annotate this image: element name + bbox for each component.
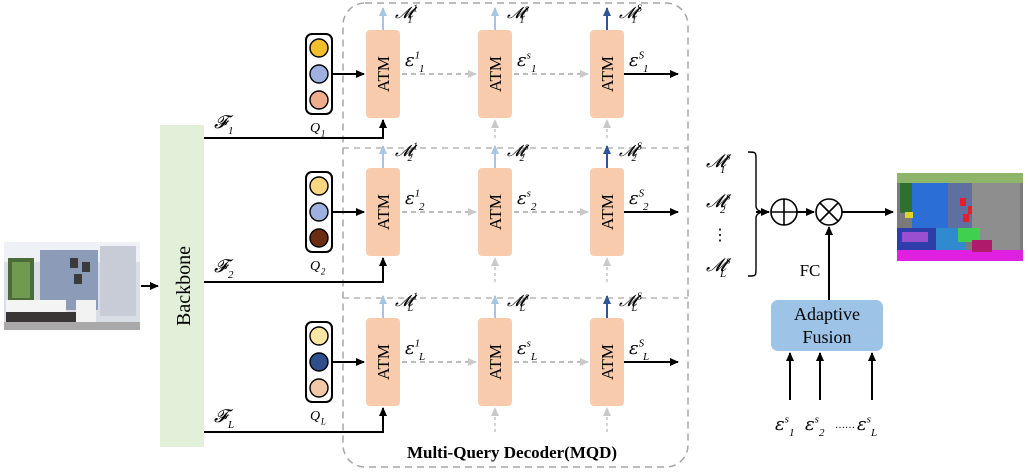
atm-block	[590, 168, 624, 256]
embedding-label: 𝜀s1	[517, 49, 537, 74]
atm-label: ATM	[374, 56, 393, 92]
fusion-input-label: 𝜀s2	[805, 413, 825, 438]
mqd-label: Multi-Query Decoder(MQD)	[407, 443, 617, 462]
atm-label: ATM	[598, 194, 617, 230]
query-label: Q2	[310, 259, 326, 276]
adaptive-fusion-block	[771, 300, 883, 351]
fusion-input-label: 𝜀sL	[857, 413, 877, 438]
query-label: QL	[310, 409, 326, 426]
feature-label: 𝓕1	[214, 112, 234, 137]
mult-op-diag2	[819, 202, 839, 222]
fc-label: FC	[800, 261, 821, 280]
query-token	[309, 202, 329, 222]
backbone-block	[160, 125, 204, 447]
atm-block	[590, 30, 624, 118]
atm-label: ATM	[374, 194, 393, 230]
fusion-line2: Fusion	[802, 327, 851, 347]
atm-block	[366, 168, 400, 256]
atm-block	[478, 168, 512, 256]
query-token	[309, 176, 329, 196]
mask-list-brace	[747, 151, 765, 277]
query-token	[309, 352, 329, 372]
atm-label: ATM	[598, 344, 617, 380]
query-token	[309, 64, 329, 84]
embedding-label: 𝜀sL	[517, 337, 537, 362]
atm-block	[478, 318, 512, 406]
feature-line	[204, 416, 384, 433]
fusion-input-ellipsis: ……	[835, 420, 855, 431]
feature-line	[204, 128, 384, 139]
atm-block	[366, 318, 400, 406]
output-segmentation	[897, 173, 1023, 261]
atm-label: ATM	[486, 194, 505, 230]
query-token	[309, 90, 329, 110]
feature-line	[204, 266, 384, 283]
mask-list-ellipsis: ⋮	[712, 227, 728, 244]
atm-label: ATM	[486, 56, 505, 92]
feature-label: 𝓕L	[214, 406, 234, 431]
feature-label: 𝓕2	[214, 256, 234, 281]
atm-block	[590, 318, 624, 406]
mqd-dashed-box	[342, 2, 689, 468]
query-token	[309, 378, 329, 398]
atm-block	[366, 30, 400, 118]
atm-label: ATM	[598, 56, 617, 92]
embedding-label: 𝜀s2	[517, 187, 537, 212]
query-token	[309, 228, 329, 248]
atm-block	[478, 30, 512, 118]
input-image	[4, 242, 140, 330]
query-label: Q1	[310, 121, 325, 138]
fusion-line1: Adaptive	[794, 304, 860, 324]
query-token	[309, 38, 329, 58]
fusion-input-label: 𝜀s1	[775, 413, 795, 438]
backbone-label: Backbone	[173, 246, 195, 326]
atm-label: ATM	[486, 344, 505, 380]
query-token	[309, 326, 329, 346]
atm-label: ATM	[374, 344, 393, 380]
